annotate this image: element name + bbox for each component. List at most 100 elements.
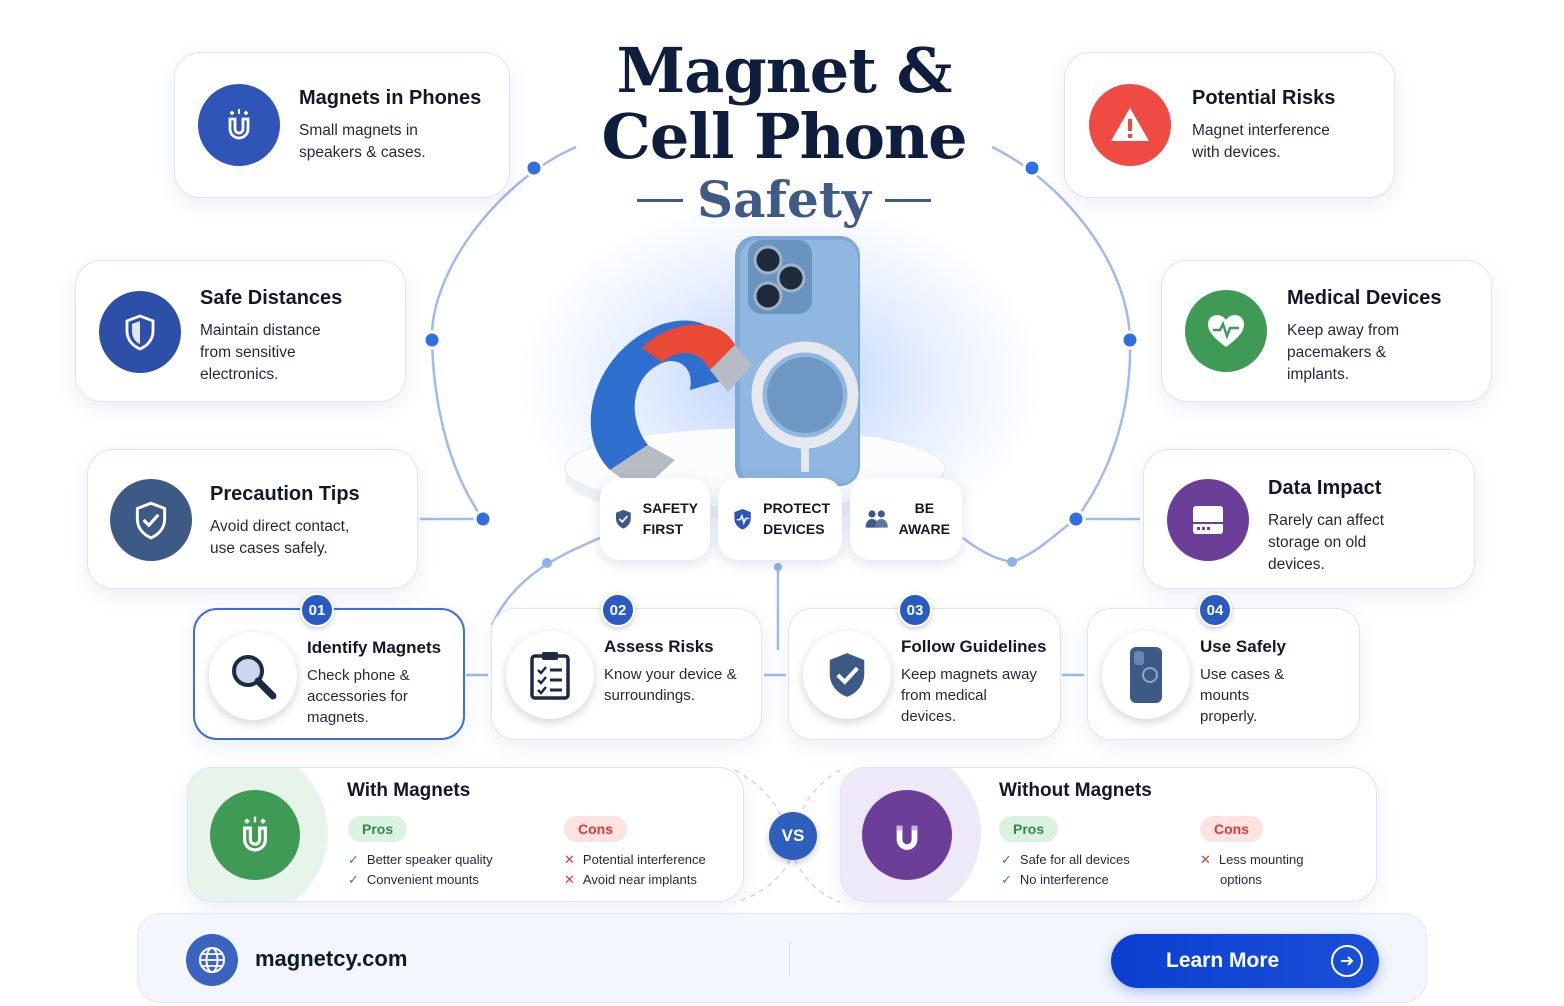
footer-bar: magnetcy.com Learn More: [137, 913, 1427, 1003]
magnet-icon: [198, 84, 280, 166]
step-number: 02: [601, 593, 635, 627]
pro-item: ✓Convenient mounts: [348, 872, 479, 887]
feature-desc-3: implants.: [1287, 366, 1350, 383]
feature-desc-1: Small magnets in: [299, 122, 418, 139]
feature-desc-1: Maintain distance: [200, 322, 321, 339]
step-title: Use Safely: [1200, 637, 1286, 656]
feature-desc-2: with devices.: [1192, 144, 1281, 161]
magnet-icon: [862, 790, 952, 880]
feature-desc-1: Keep away from: [1287, 322, 1399, 339]
title-line-3-row: Safety: [584, 170, 984, 230]
step-desc-1: Use cases &: [1200, 666, 1285, 683]
title-line-1: Magnet &: [616, 34, 953, 107]
title-line-3: Safety: [697, 170, 871, 229]
page-title: Magnet & Cell Phone Safety: [584, 38, 984, 230]
step-title: Identify Magnets: [307, 638, 442, 657]
con-item: ✕Potential interference: [564, 852, 706, 867]
pros-label: Pros: [348, 816, 408, 842]
feature-medical-devices: Medical Devices Keep away from pacemaker…: [1161, 260, 1492, 402]
feature-title: Medical Devices: [1287, 287, 1442, 309]
feature-desc-3: devices.: [1268, 556, 1325, 573]
feature-desc-1: Magnet interference: [1192, 122, 1330, 139]
shield-check-icon: [615, 509, 631, 529]
step-desc-1: Keep magnets away: [901, 666, 1037, 683]
step-desc-2: from medical: [901, 687, 987, 704]
con-item: ✕Less mounting: [1200, 852, 1304, 867]
step-desc-3: properly.: [1200, 708, 1258, 725]
title-line-2: Cell Phone: [601, 100, 967, 173]
title-dash-right: [884, 198, 931, 202]
step-use-safely: Use Safely Use cases & mounts properly.: [1087, 608, 1360, 740]
heart-pulse-icon: [1185, 290, 1267, 372]
feature-desc-2: use cases safely.: [210, 540, 328, 557]
feature-precaution-tips: Precaution Tips Avoid direct contact, us…: [87, 449, 418, 589]
feature-safe-distances: Safe Distances Maintain distance from se…: [75, 260, 406, 402]
pro-item: ✓Better speaker quality: [348, 852, 493, 867]
title-dash-left: [637, 198, 683, 202]
pro-item: ✓No interference: [1001, 872, 1109, 887]
con-item: ✕Avoid near implants: [564, 872, 697, 887]
feature-desc-2: speakers & cases.: [299, 144, 426, 161]
magnifier-icon: [209, 632, 297, 720]
feature-title: Safe Distances: [200, 287, 343, 309]
con-item-cont: options: [1220, 872, 1262, 887]
cons-label: Cons: [564, 816, 627, 842]
step-desc-1: Check phone &: [307, 667, 410, 684]
pros-label: Pros: [999, 816, 1059, 842]
shield-pulse-icon: [734, 508, 751, 530]
compare-with-magnets: With Magnets Pros Cons ✓Better speaker q…: [187, 767, 744, 902]
feature-desc-3: electronics.: [200, 366, 279, 383]
feature-title: Precaution Tips: [210, 483, 360, 505]
shield-check-icon: [110, 479, 192, 561]
step-desc-2: mounts: [1200, 687, 1250, 704]
shield-icon: [99, 291, 181, 373]
hard-drive-icon: [1167, 479, 1249, 561]
step-desc-3: devices.: [901, 708, 957, 725]
footer-divider: [789, 942, 790, 976]
step-desc-1: Know your device &: [604, 666, 737, 683]
globe-icon: [186, 934, 238, 986]
compare-title: Without Magnets: [999, 780, 1152, 801]
shield-check-icon: [803, 631, 891, 719]
people-icon: [865, 510, 888, 528]
feature-desc-1: Avoid direct contact,: [210, 518, 350, 535]
step-desc-2: surroundings.: [604, 687, 695, 704]
step-title: Assess Risks: [604, 637, 714, 656]
feature-potential-risks: Potential Risks Magnet interference with…: [1064, 52, 1395, 198]
magnet-icon: [210, 790, 300, 880]
learn-more-label: Learn More: [1166, 949, 1280, 972]
clipboard-icon: [506, 631, 594, 719]
step-number: 04: [1198, 593, 1232, 627]
step-number: 03: [898, 593, 932, 627]
step-assess-risks: Assess Risks Know your device & surround…: [491, 608, 762, 740]
warning-icon: [1089, 84, 1171, 166]
feature-desc-2: storage on old: [1268, 534, 1367, 551]
cons-label: Cons: [1200, 816, 1263, 842]
feature-desc-2: from sensitive: [200, 344, 296, 361]
step-follow-guidelines: Follow Guidelines Keep magnets away from…: [788, 608, 1061, 740]
learn-more-button[interactable]: Learn More: [1111, 934, 1379, 988]
feature-title: Data Impact: [1268, 477, 1382, 499]
step-desc-2: accessories for: [307, 688, 408, 705]
vs-badge: VS: [769, 812, 817, 860]
pro-item: ✓Safe for all devices: [1001, 852, 1130, 867]
arrow-right-icon: [1331, 945, 1363, 977]
feature-desc-1: Rarely can affect: [1268, 512, 1385, 529]
compare-title: With Magnets: [347, 780, 471, 801]
feature-desc-2: pacemakers &: [1287, 344, 1387, 361]
feature-magnets-in-phones: Magnets in Phones Small magnets in speak…: [174, 52, 510, 198]
step-title: Follow Guidelines: [901, 637, 1047, 656]
feature-data-impact: Data Impact Rarely can affect storage on…: [1143, 449, 1475, 589]
website-link[interactable]: magnetcy.com: [255, 946, 408, 971]
feature-title: Potential Risks: [1192, 87, 1336, 109]
step-number: 01: [300, 593, 334, 627]
step-desc-3: magnets.: [307, 709, 369, 726]
compare-without-magnets: Without Magnets Pros Cons ✓Safe for all …: [840, 767, 1377, 902]
phone-case-icon: [1102, 631, 1190, 719]
feature-title: Magnets in Phones: [299, 87, 482, 109]
